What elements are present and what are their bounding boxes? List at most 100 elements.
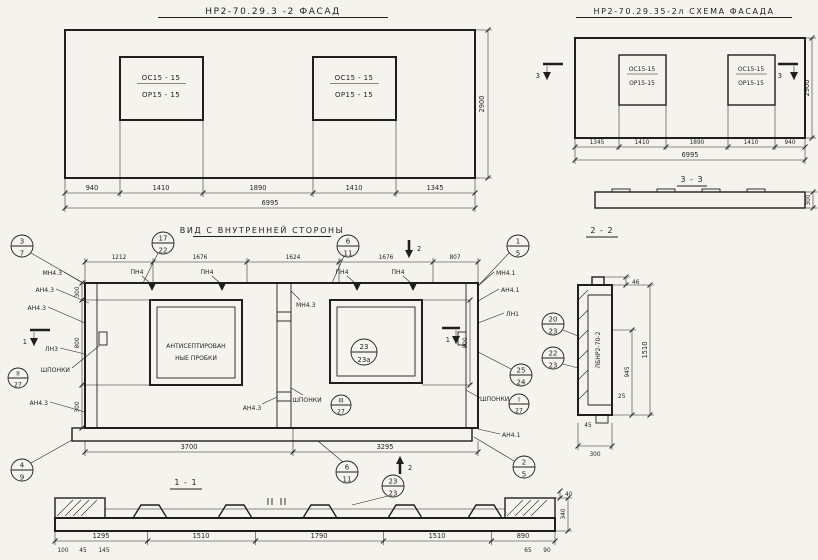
dim: 1410 [346, 184, 363, 192]
facade-window-2 [312, 56, 397, 121]
callout-bottom-number: 11 [343, 476, 352, 484]
dim: 300 [75, 401, 81, 412]
callout-top-right: 1 5 [477, 234, 530, 287]
dim-small: 45 [79, 548, 87, 554]
dim-small: 90 [543, 548, 551, 554]
callout-bottom-right: 2 5 [473, 436, 536, 479]
pn4-label: ПН4 [130, 269, 143, 276]
callout-bottom-number: 11 [344, 250, 353, 258]
dim: 1890 [250, 184, 267, 192]
scheme-window-2 [727, 54, 776, 106]
dim-total: 6995 [262, 199, 279, 207]
left-label-an43-a: АН4.3 [36, 287, 55, 294]
section-2-2-title: 2 - 2 [590, 226, 613, 235]
panel-stamp: ЛБНР2-70-2 [595, 331, 602, 368]
callout-top-number: 23 [360, 343, 369, 351]
callout-bottom-left: 4 9 [10, 439, 73, 482]
dim-right: 340 [561, 508, 567, 519]
dim-s1: 25 [618, 394, 626, 400]
facade-panel [64, 29, 476, 179]
callout-top-left: 3 7 [10, 234, 86, 285]
callout-top-number: 23 [389, 478, 398, 486]
section-1-1-ribs [131, 504, 504, 519]
callout-near-title: 17 22 [142, 231, 175, 284]
callout-top-number: 25 [517, 367, 526, 375]
dim-small: 145 [98, 548, 109, 554]
callout-bottom-number: 9 [20, 474, 24, 482]
section-2-2-bottom-tab [595, 414, 609, 424]
callout-top-number: 1 [516, 238, 520, 246]
callout-top-number: 22 [549, 350, 558, 358]
facade-win2-mark-bottom: ОР15 - 15 [335, 91, 373, 99]
dim: 300 [75, 286, 81, 297]
dim: 1345 [590, 140, 605, 146]
callout-bottom-number: 23 [549, 362, 558, 370]
dim: 800 [75, 337, 81, 348]
cut-number: 3 [536, 72, 540, 80]
cut-number: 1 [23, 338, 27, 346]
callout-top-number: 6 [346, 238, 351, 246]
pn4-label: ПН4 [200, 269, 213, 276]
dim-top: 40 [565, 492, 573, 498]
keynote-roman: III [338, 398, 344, 405]
inner-title: ВИД С ВНУТРЕННЕЙ СТОРОНЫ [180, 224, 345, 235]
dim-thickness: 300 [589, 452, 600, 458]
section-2-2-top-tab [591, 276, 605, 286]
dim: 940 [86, 184, 99, 192]
callout-bottom-number: 23 [389, 490, 398, 498]
cut-number: 2 [417, 245, 421, 253]
keynote-mid: III 27 [330, 394, 352, 416]
dim-s2: 45 [584, 423, 592, 429]
pn4-labels: ПН4 ПН4 ПН4 ПН4 [130, 269, 417, 291]
callout-bottom-number: 7 [20, 250, 24, 258]
scheme-cut-mark-right: 3 [778, 62, 798, 80]
section-1-1-bottom-ext [54, 531, 556, 545]
facade-title: НР2-70.29.3 -2 ФАСАД [205, 7, 341, 17]
dim: 1212 [112, 255, 127, 261]
facade-win1-mark-bottom: ОР15 - 15 [142, 91, 180, 99]
dim: 1890 [690, 140, 705, 146]
dim-height: 1510 [641, 342, 649, 359]
callout-bottom-number: 23 [549, 328, 558, 336]
callout-bottom-number: 5 [522, 471, 526, 479]
keynote-left: II 27 [7, 367, 29, 389]
inner-window-1 [149, 299, 243, 386]
dim: 1410 [153, 184, 170, 192]
dim-thickness: 300 [806, 194, 812, 205]
section-1-1-right-block [504, 497, 556, 519]
cut-number: 2 [408, 464, 412, 472]
left-label-ln3: ЛН3 [45, 346, 58, 353]
scheme-window-1 [618, 54, 667, 106]
right-label-an41-b: АН4.1 [502, 432, 521, 439]
left-label-mn43: МН4.3 [42, 270, 62, 277]
callout-top-number: 2 [522, 459, 526, 467]
leader [477, 312, 505, 324]
dim: 1676 [379, 255, 394, 261]
leader [477, 271, 495, 287]
section-1-1-slab [54, 517, 556, 532]
section-1-1-left-hatch [56, 499, 98, 517]
mid-label-an43: АН4.3 [243, 405, 262, 412]
dim: 940 [784, 140, 795, 146]
keynote-roman: II [16, 371, 20, 378]
section-1-1-view: 1 - 1 23 23 40 340 1295 1510 17 [52, 474, 573, 554]
left-label-an43-b: АН4.3 [28, 305, 47, 312]
right-label-shponki: ШПОНКИ [480, 396, 509, 403]
dim: 1624 [286, 255, 301, 261]
callout-top-number: 17 [159, 235, 168, 243]
mid-label-shponki: ШПОНКИ [292, 397, 321, 404]
key-blocks [98, 311, 467, 402]
facade-win2-mark-top: ОС15 - 15 [335, 74, 374, 82]
leader [71, 345, 100, 369]
dim: 807 [449, 255, 460, 261]
section-3-3-profile [594, 191, 806, 209]
section-2-2-view: 2 - 2 20 23 22 23 46 945 1510 25 45 300 … [541, 226, 654, 458]
dim: 800 [463, 337, 469, 348]
dim: 1510 [429, 532, 446, 540]
callout-11: 23 23 [351, 474, 405, 506]
keynote-sheet: 27 [515, 408, 523, 415]
keynote-right: I 27 [508, 393, 530, 415]
pn4-hooks [148, 283, 417, 291]
cut-number: 1 [446, 336, 450, 344]
